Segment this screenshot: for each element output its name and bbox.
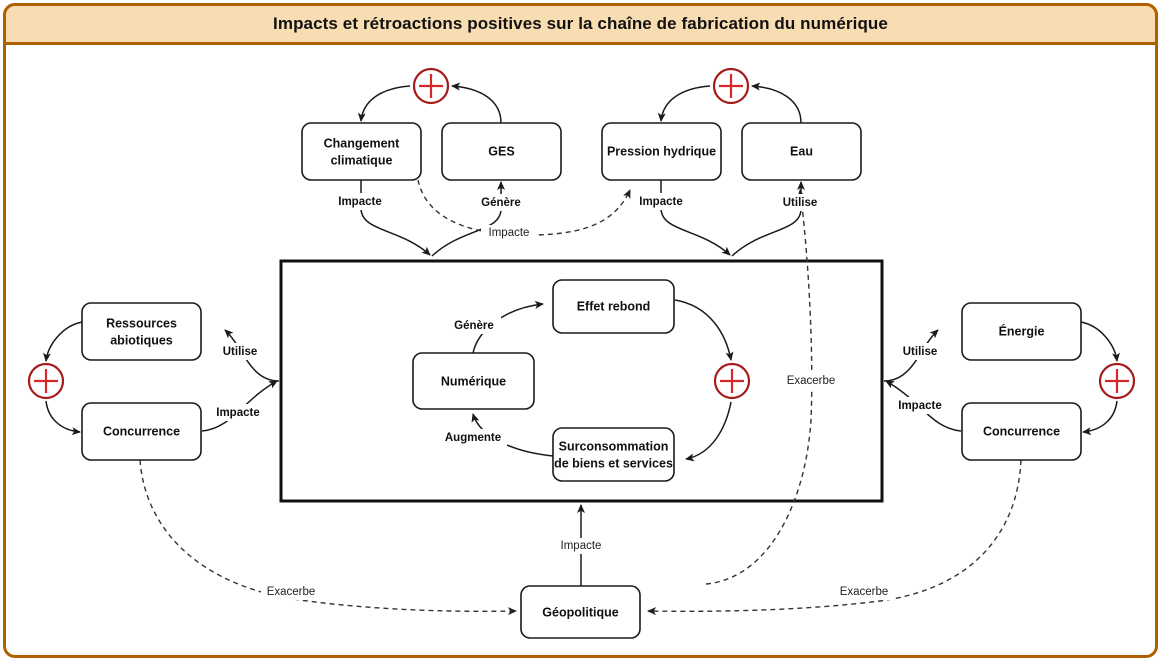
edge-label-genere-ges: Génère <box>475 194 528 211</box>
plus-icon-centre[interactable] <box>713 362 751 400</box>
node-concurrence-gauche[interactable]: Concurrence <box>81 402 202 461</box>
svg-text:Impacte: Impacte <box>561 540 602 552</box>
node-surconsommation[interactable]: Surconsommation de biens et services <box>552 427 675 482</box>
edge-eau-to-plus-eau <box>751 82 802 124</box>
node-label: Numérique <box>441 374 506 388</box>
svg-text:Utilise: Utilise <box>783 197 818 209</box>
svg-text:Augmente: Augmente <box>445 432 501 444</box>
edge-label-layer: Impacte Génère Impacte Impacte Utilise U… <box>209 193 949 600</box>
node-label: Énergie <box>999 323 1045 338</box>
svg-text:Impacte: Impacte <box>898 400 941 412</box>
node-label: Effet rebond <box>577 299 651 313</box>
edge-label-exacerbe-centre: Exacerbe <box>781 373 841 389</box>
edge-changement-to-pression-dashed <box>417 179 631 236</box>
svg-text:Utilise: Utilise <box>903 346 938 358</box>
node-label: Surconsommation <box>559 439 669 453</box>
node-label: Géopolitique <box>542 605 618 619</box>
node-numerique[interactable]: Numérique <box>412 352 535 410</box>
plus-node-layer <box>27 67 1136 400</box>
edge-changement-to-systeme <box>360 180 431 256</box>
edge-energie-to-plus-droite <box>1080 321 1120 362</box>
node-label: abiotiques <box>110 333 173 347</box>
node-eau[interactable]: Eau <box>741 122 862 181</box>
edge-concurrence-droite-to-geopolitique-dashed <box>647 459 1022 616</box>
edge-layer <box>43 82 1120 616</box>
edge-systeme-to-ressources <box>224 329 280 382</box>
node-label: Changement <box>324 136 401 150</box>
node-label: de biens et services <box>554 456 673 470</box>
edge-label-genere-effet-rebond: Génère <box>448 317 501 334</box>
node-label: Concurrence <box>983 424 1060 438</box>
edge-label-impacte-changement-climatique: Impacte <box>331 193 389 210</box>
node-ges[interactable]: GES <box>441 122 562 181</box>
node-label: Concurrence <box>103 424 180 438</box>
node-label: Eau <box>790 144 813 158</box>
edge-label-utilise-eau: Utilise <box>777 194 824 211</box>
edge-systeme-to-ges <box>431 181 505 257</box>
svg-text:Impacte: Impacte <box>338 196 381 208</box>
edge-systeme-to-energie <box>883 329 939 382</box>
svg-text:Exacerbe: Exacerbe <box>267 586 316 598</box>
svg-text:Impacte: Impacte <box>216 407 259 419</box>
svg-text:Impacte: Impacte <box>489 227 530 239</box>
svg-text:Exacerbe: Exacerbe <box>840 586 889 598</box>
edge-plus-droite-to-concurrence <box>1082 400 1118 436</box>
edge-plus-eau-to-pression <box>657 85 711 122</box>
node-label: Pression hydrique <box>607 144 716 158</box>
edge-label-utilise-energie: Utilise <box>897 343 944 360</box>
svg-text:Génère: Génère <box>454 320 494 332</box>
plus-icon-gauche[interactable] <box>27 362 65 400</box>
node-layer: Changement climatique GES Pression hydri… <box>81 122 1082 639</box>
edge-effet-rebond-to-plus-centre <box>674 299 734 361</box>
page-title: Impacts et rétroactions positives sur la… <box>273 14 888 33</box>
edge-systeme-to-eau <box>731 181 805 257</box>
edge-concurrence-gauche-to-geopolitique-dashed <box>139 459 517 616</box>
node-ressources-abiotiques[interactable]: Ressources abiotiques <box>81 302 202 361</box>
systeme-numerique-box <box>279 259 884 503</box>
node-label: climatique <box>331 153 393 167</box>
edge-label-augmente-numerique: Augmente <box>440 429 507 446</box>
edge-ges-to-plus-climat <box>451 82 502 124</box>
edge-geopolitique-to-pression-dashed <box>705 189 813 585</box>
edge-plus-gauche-to-concurrence <box>45 400 81 436</box>
edge-label-exacerbe-gauche: Exacerbe <box>261 584 321 600</box>
edge-pression-to-systeme <box>660 180 731 256</box>
edge-label-utilise-ressources: Utilise <box>217 343 264 360</box>
node-geopolitique[interactable]: Géopolitique <box>520 585 641 639</box>
window-titlebar: Impacts et rétroactions positives sur la… <box>3 3 1158 45</box>
svg-text:Impacte: Impacte <box>639 196 682 208</box>
plus-icon-droite[interactable] <box>1098 362 1136 400</box>
edge-label-impacte-pression-hydrique: Impacte <box>632 193 690 210</box>
node-concurrence-droite[interactable]: Concurrence <box>961 402 1082 461</box>
edge-label-impacte-ges-pression: Impacte <box>481 225 538 241</box>
edge-label-impacte-concurrence-gauche: Impacte <box>209 404 267 421</box>
svg-text:Utilise: Utilise <box>223 346 258 358</box>
svg-text:Génère: Génère <box>481 197 521 209</box>
plus-icon-climat[interactable] <box>412 67 450 105</box>
node-energie[interactable]: Énergie <box>961 302 1082 361</box>
svg-text:Exacerbe: Exacerbe <box>787 375 836 387</box>
edge-label-exacerbe-droite: Exacerbe <box>834 584 894 600</box>
edge-plus-climat-to-changement <box>357 85 411 122</box>
plus-icon-eau[interactable] <box>712 67 750 105</box>
edge-label-impacte-geopolitique: Impacte <box>553 538 610 554</box>
edge-ressources-to-plus-gauche <box>43 321 83 362</box>
node-pression-hydrique[interactable]: Pression hydrique <box>601 122 722 181</box>
node-label: Ressources <box>106 316 177 330</box>
edge-plus-centre-to-surconsommation <box>685 401 732 462</box>
node-effet-rebond[interactable]: Effet rebond <box>552 279 675 334</box>
node-changement-climatique[interactable]: Changement climatique <box>301 122 422 181</box>
node-label: GES <box>488 144 514 158</box>
edge-label-impacte-concurrence-droite: Impacte <box>891 397 949 414</box>
